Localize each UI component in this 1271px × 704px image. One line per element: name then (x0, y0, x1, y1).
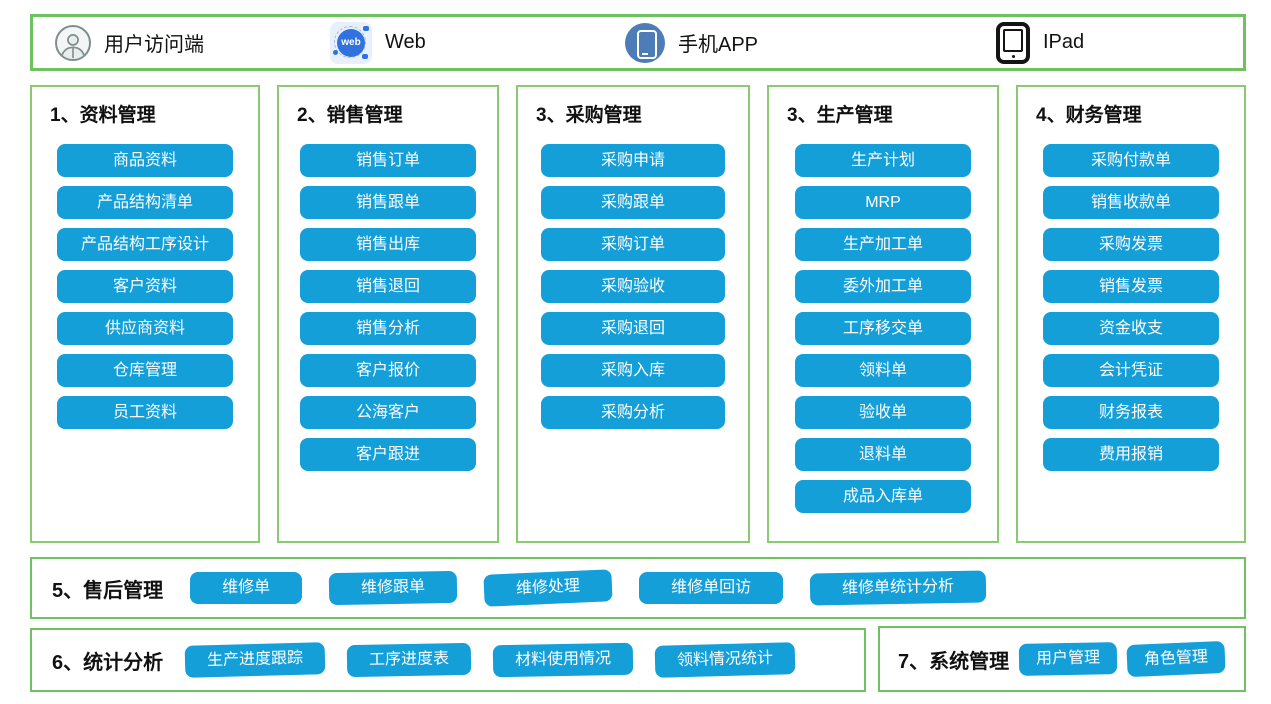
module-button[interactable]: 财务报表 (1043, 396, 1219, 429)
module-button[interactable]: 销售分析 (300, 312, 476, 345)
module-button[interactable]: 销售退回 (300, 270, 476, 303)
module-button[interactable]: 销售跟单 (300, 186, 476, 219)
module-button[interactable]: 会计凭证 (1043, 354, 1219, 387)
access-label-phone-app: 手机APP (678, 34, 759, 56)
section-title-production: 3、生产管理 (787, 105, 893, 126)
module-button[interactable]: 维修单回访 (639, 572, 784, 604)
module-button[interactable]: 采购入库 (541, 354, 725, 387)
module-button[interactable]: 采购退回 (541, 312, 725, 345)
section-finance-management: 4、财务管理 采购付款单 销售收款单 采购发票 销售发票 资金收支 会计凭证 财… (1016, 85, 1246, 543)
module-button[interactable]: 客户资料 (57, 270, 233, 303)
user-access-bar: 用户访问端 web Web 手机APP IPad (30, 14, 1246, 71)
module-button[interactable]: 用户管理 (1018, 642, 1118, 676)
web-icon-text: web (337, 28, 365, 57)
module-button[interactable]: 采购分析 (541, 396, 725, 429)
module-button[interactable]: 生产计划 (795, 144, 971, 177)
module-button[interactable]: 销售出库 (300, 228, 476, 261)
module-button[interactable]: 公海客户 (300, 396, 476, 429)
module-button[interactable]: 领料单 (795, 354, 971, 387)
module-button[interactable]: 销售订单 (300, 144, 476, 177)
module-button[interactable]: 材料使用情况 (492, 642, 634, 678)
module-button[interactable]: 客户跟进 (300, 438, 476, 471)
module-button[interactable]: 采购订单 (541, 228, 725, 261)
module-button[interactable]: 采购验收 (541, 270, 725, 303)
module-button[interactable]: 角色管理 (1126, 640, 1226, 678)
module-button[interactable]: 费用报销 (1043, 438, 1219, 471)
module-button[interactable]: 工序移交单 (795, 312, 971, 345)
module-button[interactable]: 商品资料 (57, 144, 233, 177)
module-button[interactable]: 采购发票 (1043, 228, 1219, 261)
module-button[interactable]: 维修处理 (483, 569, 613, 607)
module-button[interactable]: 维修单 (190, 572, 303, 604)
user-icon (55, 24, 91, 61)
module-button[interactable]: 产品结构清单 (57, 186, 233, 219)
phone-icon (625, 22, 665, 63)
module-button[interactable]: 工序进度表 (346, 642, 472, 678)
section-title-sales: 2、销售管理 (297, 105, 403, 126)
section-title-purchase: 3、采购管理 (536, 105, 642, 126)
module-button[interactable]: 资金收支 (1043, 312, 1219, 345)
module-button[interactable]: 维修单统计分析 (809, 570, 987, 606)
module-button[interactable]: 仓库管理 (57, 354, 233, 387)
module-button[interactable]: 生产进度跟踪 (184, 642, 326, 678)
access-item-phone-app: 手机APP (625, 17, 758, 68)
section-production-management: 3、生产管理 生产计划 MRP 生产加工单 委外加工单 工序移交单 领料单 验收… (767, 85, 999, 543)
access-item-ipad: IPad (996, 17, 1084, 68)
module-button[interactable]: 维修跟单 (328, 570, 458, 606)
access-item-web: web Web (330, 17, 426, 68)
module-button[interactable]: 成品入库单 (795, 480, 971, 513)
access-label-user: 用户访问端 (104, 34, 204, 56)
module-button[interactable]: 销售发票 (1043, 270, 1219, 303)
access-label-web: Web (385, 31, 426, 53)
section-title-after-sales: 5、售后管理 (52, 579, 164, 602)
section-sales-management: 2、销售管理 销售订单 销售跟单 销售出库 销售退回 销售分析 客户报价 公海客… (277, 85, 499, 543)
section-data-management: 1、资料管理 商品资料 产品结构清单 产品结构工序设计 客户资料 供应商资料 仓… (30, 85, 260, 543)
section-title-finance: 4、财务管理 (1036, 105, 1142, 126)
module-button[interactable]: 委外加工单 (795, 270, 971, 303)
module-button[interactable]: 采购跟单 (541, 186, 725, 219)
access-item-user: 用户访问端 (55, 17, 204, 68)
module-button[interactable]: 验收单 (795, 396, 971, 429)
module-button[interactable]: MRP (795, 186, 971, 219)
module-button[interactable]: 产品结构工序设计 (57, 228, 233, 261)
section-statistics: 6、统计分析 生产进度跟踪 工序进度表 材料使用情况 领料情况统计 (30, 628, 866, 692)
module-button[interactable]: 领料情况统计 (654, 642, 796, 678)
module-button[interactable]: 生产加工单 (795, 228, 971, 261)
access-label-ipad: IPad (1043, 31, 1085, 53)
section-title-data: 1、资料管理 (50, 105, 156, 126)
module-button[interactable]: 供应商资料 (57, 312, 233, 345)
module-button[interactable]: 退料单 (795, 438, 971, 471)
module-button[interactable]: 采购付款单 (1043, 144, 1219, 177)
section-title-statistics: 6、统计分析 (52, 651, 164, 674)
web-icon: web (330, 21, 372, 64)
section-title-system: 7、系统管理 (898, 650, 1010, 673)
ipad-icon (996, 21, 1030, 64)
module-button[interactable]: 员工资料 (57, 396, 233, 429)
module-columns: 1、资料管理 商品资料 产品结构清单 产品结构工序设计 客户资料 供应商资料 仓… (30, 85, 1246, 543)
section-system-management: 7、系统管理 用户管理 角色管理 (878, 626, 1246, 692)
section-purchase-management: 3、采购管理 采购申请 采购跟单 采购订单 采购验收 采购退回 采购入库 采购分… (516, 85, 750, 543)
module-button[interactable]: 采购申请 (541, 144, 725, 177)
section-after-sales: 5、售后管理 维修单 维修跟单 维修处理 维修单回访 维修单统计分析 (30, 557, 1246, 619)
module-button[interactable]: 客户报价 (300, 354, 476, 387)
module-button[interactable]: 销售收款单 (1043, 186, 1219, 219)
